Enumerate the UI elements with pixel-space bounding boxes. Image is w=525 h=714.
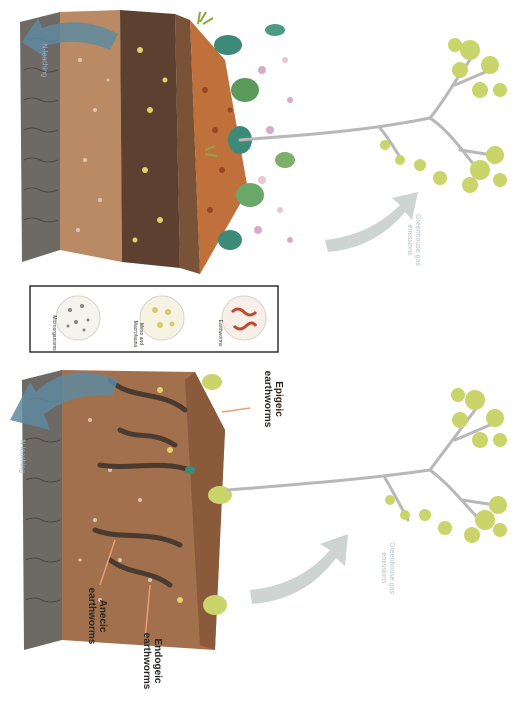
deep-soil-top [60, 10, 122, 262]
anecic-label: Anecic earthworms [86, 581, 108, 651]
legend-earthworms-label: Earthworms [217, 303, 223, 363]
legend-microorganisms-label: Microorganisms [51, 303, 57, 363]
ghg-arrow-bottom [250, 534, 348, 604]
soil-block-bottom [22, 370, 232, 650]
epigeic-label: Epigeic earthworms [262, 364, 284, 434]
tree-top-leaves [380, 38, 507, 193]
tree-top [240, 60, 492, 170]
legend-box [30, 286, 278, 352]
mid-soil-top [120, 10, 180, 268]
ghg-label-top: Greenhouse gas emissions [405, 205, 421, 275]
legend-microorganisms-circle [56, 296, 100, 340]
legend-meso-macrofauna-label: Meso and Macrofauna [132, 304, 144, 364]
endogeic-label: Endogeic earthworms [141, 621, 163, 701]
n-leaching-label-bottom: N-leaching [19, 440, 26, 500]
soil-block-top [20, 10, 295, 274]
epigeic-pointer [222, 408, 250, 412]
legend-meso-macrofauna-circle [140, 296, 184, 340]
n-leaching-label-top: N-leaching [41, 44, 48, 104]
tree-bottom-leaves [385, 388, 507, 543]
legend-earthworms-circle [222, 296, 266, 340]
ghg-label-bottom: Greenhouse gas emissions [379, 533, 395, 603]
